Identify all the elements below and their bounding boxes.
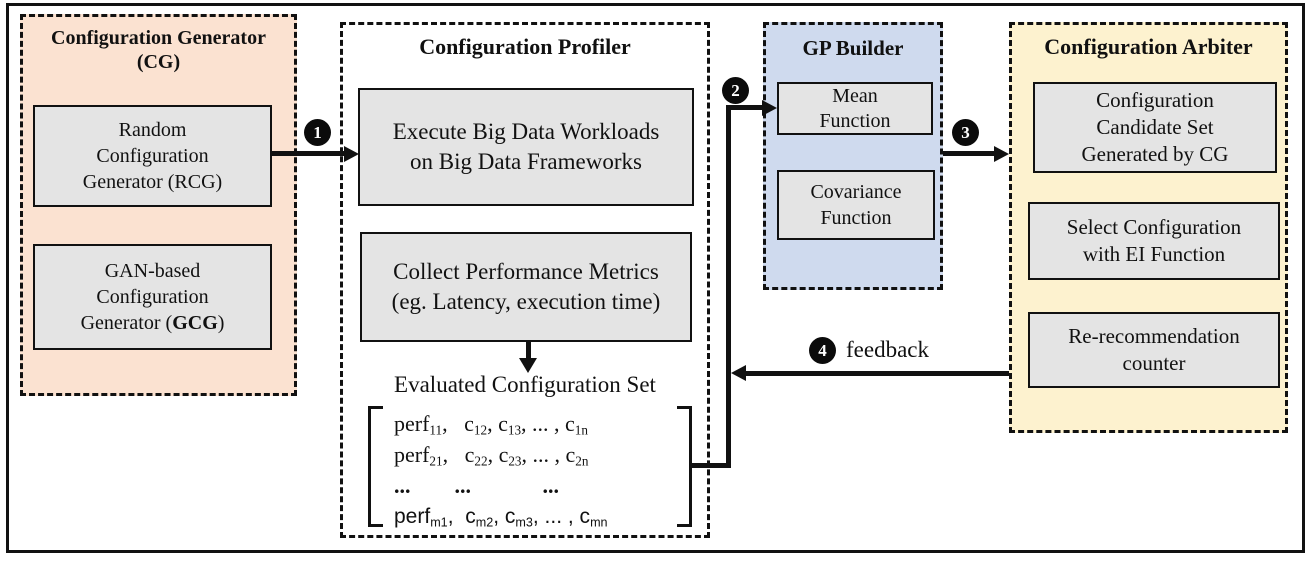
cg-title-line2: (CG) [136, 51, 181, 73]
step-3-badge: 3 [952, 119, 979, 146]
connector-2-bottom-line [690, 463, 731, 468]
covariance-label-line1: Covariance [810, 181, 902, 203]
gcg-label-line3: Generator (GCG) [80, 312, 225, 334]
select-label-line2: with EI Function [1082, 242, 1226, 266]
collect-metrics-box: Collect Performance Metrics (eg. Latency… [360, 232, 692, 342]
cg-title-line1: Configuration Generator [51, 27, 266, 49]
cg-title: Configuration Generator (CG) [22, 26, 295, 74]
feedback-label: feedback [846, 337, 929, 362]
arrow-4-head [731, 365, 746, 381]
outer-frame [6, 3, 1305, 553]
arrow-1-head [344, 146, 359, 162]
rcg-box: Random Configuration Generator (RCG) [33, 105, 272, 207]
gcg-label-line2: Configuration [96, 286, 209, 308]
collect-label-line2: (eg. Latency, execution time) [391, 289, 661, 314]
matrix-row: perf11, c12, c13, ... , c1n [394, 411, 588, 438]
select-configuration-box: Select Configuration with EI Function [1028, 202, 1280, 280]
mean-label-line1: Mean [832, 84, 878, 107]
matrix-row: ... ... ... [394, 473, 559, 498]
gcg-box: GAN-based Configuration Generator (GCG) [33, 244, 272, 350]
rcg-label-line1: Random [118, 119, 187, 141]
panel-gp-builder [763, 22, 943, 290]
arrow-3-head [994, 146, 1009, 162]
evaluated-set-label: Evaluated Configuration Set [394, 372, 656, 397]
arrow-4-line [744, 371, 1009, 376]
re-recommendation-counter-box: Re-recommendation counter [1028, 312, 1280, 388]
candidate-label-line1: Configuration [1096, 87, 1214, 112]
profiler-title: Configuration Profiler [419, 34, 631, 59]
gp-builder-title: GP Builder [802, 36, 904, 60]
candidate-label-line3: Generated by CG [1081, 142, 1229, 167]
arrow-2-line [726, 105, 763, 110]
counter-label-line1: Re-recommendation [1068, 323, 1240, 348]
arrow-1-line [272, 151, 346, 156]
matrix-row: perfm1, cm2, cm3, ... , cmn [394, 505, 608, 530]
arbiter-title: Configuration Arbiter [1044, 34, 1253, 59]
collect-to-set-arrow-line [526, 342, 531, 360]
counter-label-line2: counter [1122, 351, 1186, 375]
covariance-label-line2: Function [820, 207, 892, 229]
mean-label-line2: Function [819, 109, 891, 132]
arrow-2-head [762, 100, 777, 116]
step-1-badge: 1 [304, 119, 331, 146]
gcg-label-line1: GAN-based [104, 260, 201, 282]
execute-label-line2: on Big Data Frameworks [410, 149, 642, 174]
execute-label-line1: Execute Big Data Workloads [392, 119, 660, 145]
rcg-label-line3: Generator (RCG) [82, 171, 223, 193]
candidate-set-box: Configuration Candidate Set Generated by… [1033, 82, 1277, 173]
covariance-function-box: Covariance Function [777, 170, 935, 240]
collect-label-line1: Collect Performance Metrics [393, 259, 659, 285]
matrix-bracket-left [368, 406, 383, 527]
step-4-badge: 4 [809, 337, 836, 364]
evaluated-configuration-matrix: perf11, c12, c13, ... , c1n perf21, c22,… [394, 408, 674, 532]
connector-2-vertical-line [726, 105, 731, 468]
matrix-row: perf21, c22, c23, ... , c2n [394, 442, 589, 469]
arrow-3-line [943, 151, 996, 156]
step-2-badge: 2 [722, 77, 749, 104]
candidate-label-line2: Candidate Set [1096, 114, 1214, 139]
rcg-label-line2: Configuration [96, 145, 209, 167]
execute-workloads-box: Execute Big Data Workloads on Big Data F… [358, 88, 694, 206]
mean-function-box: Mean Function [777, 82, 933, 135]
collect-to-set-arrowhead [519, 358, 537, 373]
select-label-line1: Select Configuration [1066, 214, 1242, 239]
